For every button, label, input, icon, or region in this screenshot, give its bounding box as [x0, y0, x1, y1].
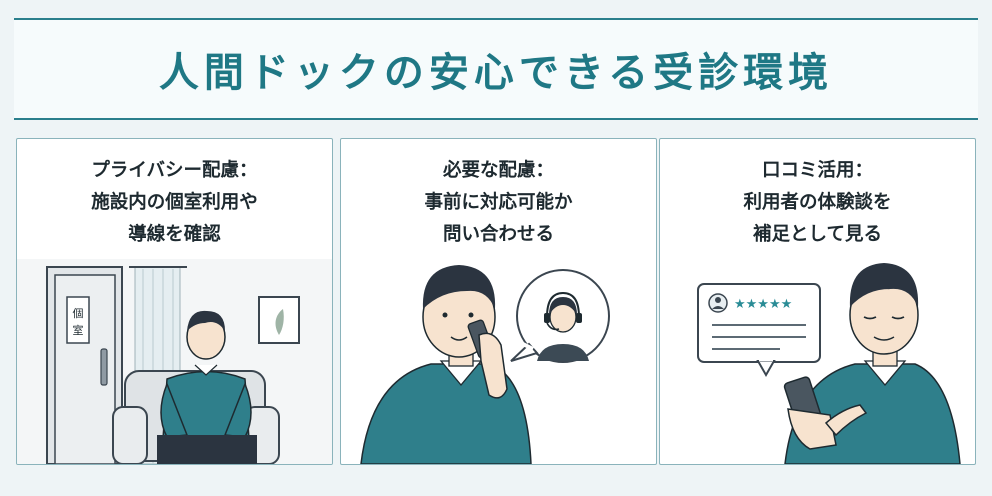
card-privacy: 個 室	[16, 138, 333, 465]
door-sign	[66, 296, 90, 344]
card-privacy-caption: プライバシー配慮： 施設内の個室利用や 導線を確認	[17, 155, 332, 251]
door-sign-char-1: 個	[73, 307, 84, 320]
title-banner: 人間ドックの安心できる受診環境	[14, 18, 978, 120]
card-reviews-line-3: 補足として見る	[753, 224, 882, 245]
framed-picture-icon	[258, 296, 300, 344]
phone-inquiry-illustration	[360, 265, 610, 464]
door-sign-char-2: 室	[73, 323, 84, 337]
card-privacy-line-1: プライバシー配慮：	[91, 160, 258, 181]
card-reviews: ★★★★★ 口コミ活用： 利用者の体験談を 補足として見る	[659, 138, 976, 465]
man-on-phone-icon	[360, 265, 532, 464]
reviews-illustration: ★★★★★	[697, 263, 961, 464]
star-rating-icon: ★★★★★	[734, 297, 792, 312]
card-reviews-caption: 口コミ活用： 利用者の体験談を 補足として見る	[660, 155, 975, 251]
card-consideration-line-2: 事前に対応可能か	[424, 192, 573, 213]
card-privacy-line-3: 導線を確認	[128, 224, 221, 245]
card-consideration-line-1: 必要な配慮：	[442, 160, 554, 181]
card-consideration: 必要な配慮： 事前に対応可能か 問い合わせる	[340, 138, 657, 465]
seated-man-icon	[157, 310, 257, 464]
review-bubble-icon	[697, 283, 821, 378]
operator-headset-icon	[537, 291, 589, 361]
card-consideration-line-3: 問い合わせる	[442, 224, 554, 245]
card-consideration-caption: 必要な配慮： 事前に対応可能か 問い合わせる	[341, 155, 656, 251]
page-title: 人間ドックの安心できる受診環境	[158, 50, 834, 96]
man-with-smartphone-icon	[783, 263, 961, 464]
private-room-illustration: 個 室	[17, 259, 332, 464]
card-reviews-line-1: 口コミ活用：	[761, 160, 873, 181]
card-reviews-line-2: 利用者の体験談を	[743, 192, 892, 213]
card-privacy-line-2: 施設内の個室利用や	[91, 192, 258, 213]
